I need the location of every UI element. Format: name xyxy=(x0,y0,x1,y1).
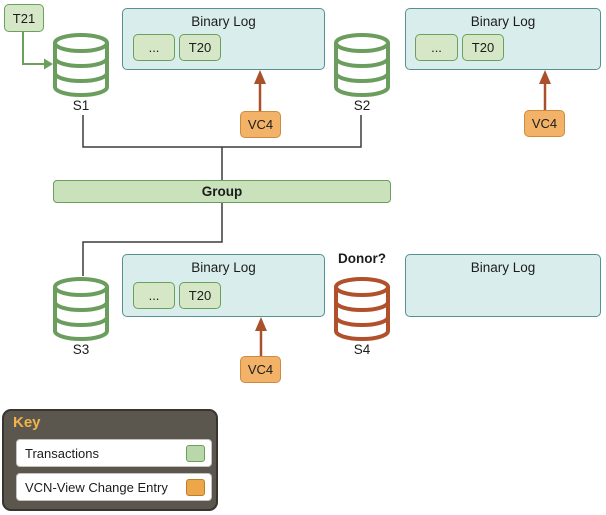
binary-log-title: Binary Log xyxy=(470,260,536,275)
group-label: Group xyxy=(201,184,243,199)
legend-swatch-green xyxy=(186,444,205,462)
binary-log-title: Binary Log xyxy=(191,14,256,29)
transaction-box-t21: T21 xyxy=(4,4,44,32)
server-s4: S4 xyxy=(333,277,391,357)
binlog-entry-ellipsis: ... xyxy=(133,282,175,309)
connector-group-to-s3 xyxy=(82,203,223,276)
database-icon xyxy=(53,277,109,341)
donor-label: Donor? xyxy=(338,251,386,266)
server-label: S1 xyxy=(72,98,90,113)
binary-log-s2: Binary Log ... T20 xyxy=(405,8,601,70)
binlog-entry-t20: T20 xyxy=(462,34,504,61)
binlog-entry-ellipsis: ... xyxy=(415,34,458,61)
legend-row-view-change: VCN-View Change Entry xyxy=(16,473,212,501)
binary-log-s4: Binary Log xyxy=(405,254,601,317)
binlog-entry-ellipsis: ... xyxy=(133,34,175,61)
server-label: S4 xyxy=(353,342,371,357)
server-label: S3 xyxy=(72,342,90,357)
database-icon xyxy=(53,33,109,97)
connector-s1-s2-to-group xyxy=(82,115,362,180)
binary-log-title: Binary Log xyxy=(191,260,256,275)
view-change-entry-2: VC4 xyxy=(524,110,565,137)
key-title: Key xyxy=(13,414,41,431)
key-legend: Key Transactions VCN-View Change Entry xyxy=(2,409,218,511)
server-s2: S2 xyxy=(333,33,391,113)
server-s3: S3 xyxy=(52,277,110,357)
binlog-entry-t20: T20 xyxy=(179,34,221,61)
arrow-vc4-2-head xyxy=(539,70,551,84)
arrow-vc4-1-head xyxy=(254,70,266,84)
binlog-entry-t20: T20 xyxy=(179,282,221,309)
legend-label: Transactions xyxy=(25,445,99,461)
view-change-label: VC4 xyxy=(247,362,274,377)
legend-label: VCN-View Change Entry xyxy=(25,479,168,495)
server-s1: S1 xyxy=(52,33,110,113)
legend-row-transactions: Transactions xyxy=(16,439,212,467)
view-change-label: VC4 xyxy=(531,116,558,131)
view-change-entry-3: VC4 xyxy=(240,356,281,383)
legend-swatch-orange xyxy=(186,478,205,496)
group-box: Group xyxy=(53,180,391,203)
view-change-entry-1: VC4 xyxy=(240,111,281,138)
database-icon xyxy=(334,33,390,97)
arrow-t21-to-s1-head xyxy=(44,58,53,70)
binary-log-title: Binary Log xyxy=(470,14,536,29)
database-icon xyxy=(334,277,390,341)
transaction-label: T21 xyxy=(12,10,36,26)
binary-log-s3: Binary Log ... T20 xyxy=(122,254,325,317)
server-label: S2 xyxy=(353,98,371,113)
view-change-label: VC4 xyxy=(247,117,274,132)
binary-log-s1: Binary Log ... T20 xyxy=(122,8,325,70)
arrow-vc4-3-head xyxy=(255,317,267,331)
arrow-t21-to-s1 xyxy=(22,32,44,65)
